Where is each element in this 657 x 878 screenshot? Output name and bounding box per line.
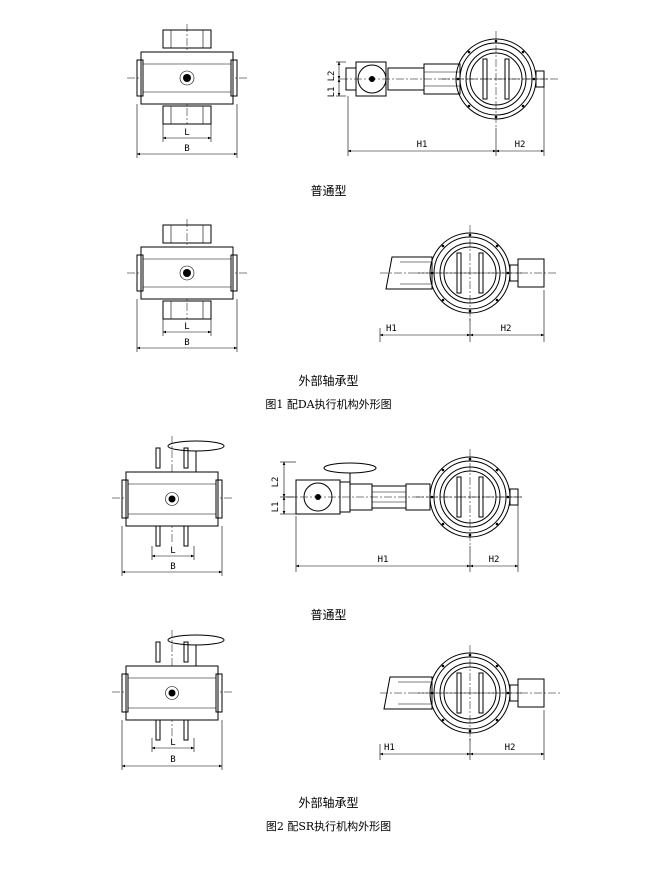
- fig2-ext-dim-H2: H2: [505, 743, 516, 753]
- fig1-ext-dim-H1: H1: [386, 324, 397, 334]
- fig1-dim-B: B: [184, 144, 189, 154]
- fig2-dim-B: B: [170, 562, 175, 572]
- fig1-subtitle-standard: 普通型: [310, 184, 347, 198]
- fig1-external-front-dimensions: [136, 299, 238, 352]
- fig1-standard-front-view: [126, 23, 250, 125]
- fig1-dim-L1: L1: [327, 87, 337, 98]
- fig2-ext-dim-H1: H1: [384, 743, 395, 753]
- fig2-dim-L: L: [170, 546, 175, 556]
- fig1-dim-H1: H1: [417, 140, 428, 150]
- fig2-subtitle-external: 外部轴承型: [298, 796, 359, 810]
- fig2-external-front-view: [111, 629, 235, 741]
- fig2-standard-side-view: [280, 448, 525, 572]
- fig2-ext-dim-B: B: [170, 755, 175, 765]
- fig1-ext-dim-H2: H2: [501, 324, 512, 334]
- fig1-dim-L2: L2: [327, 71, 337, 82]
- fig2-ext-dim-L: L: [170, 738, 175, 748]
- fig2-external-side-view: [379, 644, 560, 760]
- fig1-dim-L: L: [184, 128, 189, 138]
- fig2-external-front-dimensions: [121, 720, 223, 770]
- fig1-subtitle-external: 外部轴承型: [298, 374, 359, 388]
- fig1-external-side-view: [379, 224, 558, 342]
- fig1-standard-side-view: [336, 30, 560, 156]
- fig1-ext-dim-L: L: [184, 322, 189, 332]
- fig2-dim-H1: H1: [378, 555, 389, 565]
- fig2-dim-H2: H2: [489, 555, 500, 565]
- fig2-dim-L1: L1: [271, 502, 281, 513]
- fig2-dim-L2: L2: [271, 477, 281, 488]
- fig2-standard-front-view: [111, 435, 235, 547]
- fig1-external-front-view: [126, 218, 250, 320]
- fig2-caption: 图2 配SR执行机构外形图: [265, 820, 392, 833]
- fig1-dim-H2: H2: [515, 140, 526, 150]
- fig1-ext-dim-B: B: [184, 338, 189, 348]
- fig2-standard-front-dimensions: [121, 526, 223, 576]
- fig1-caption: 图1 配DA执行机构外形图: [265, 398, 392, 411]
- fig2-subtitle-standard: 普通型: [310, 608, 347, 622]
- fig1-standard-front-dimensions: [136, 104, 238, 158]
